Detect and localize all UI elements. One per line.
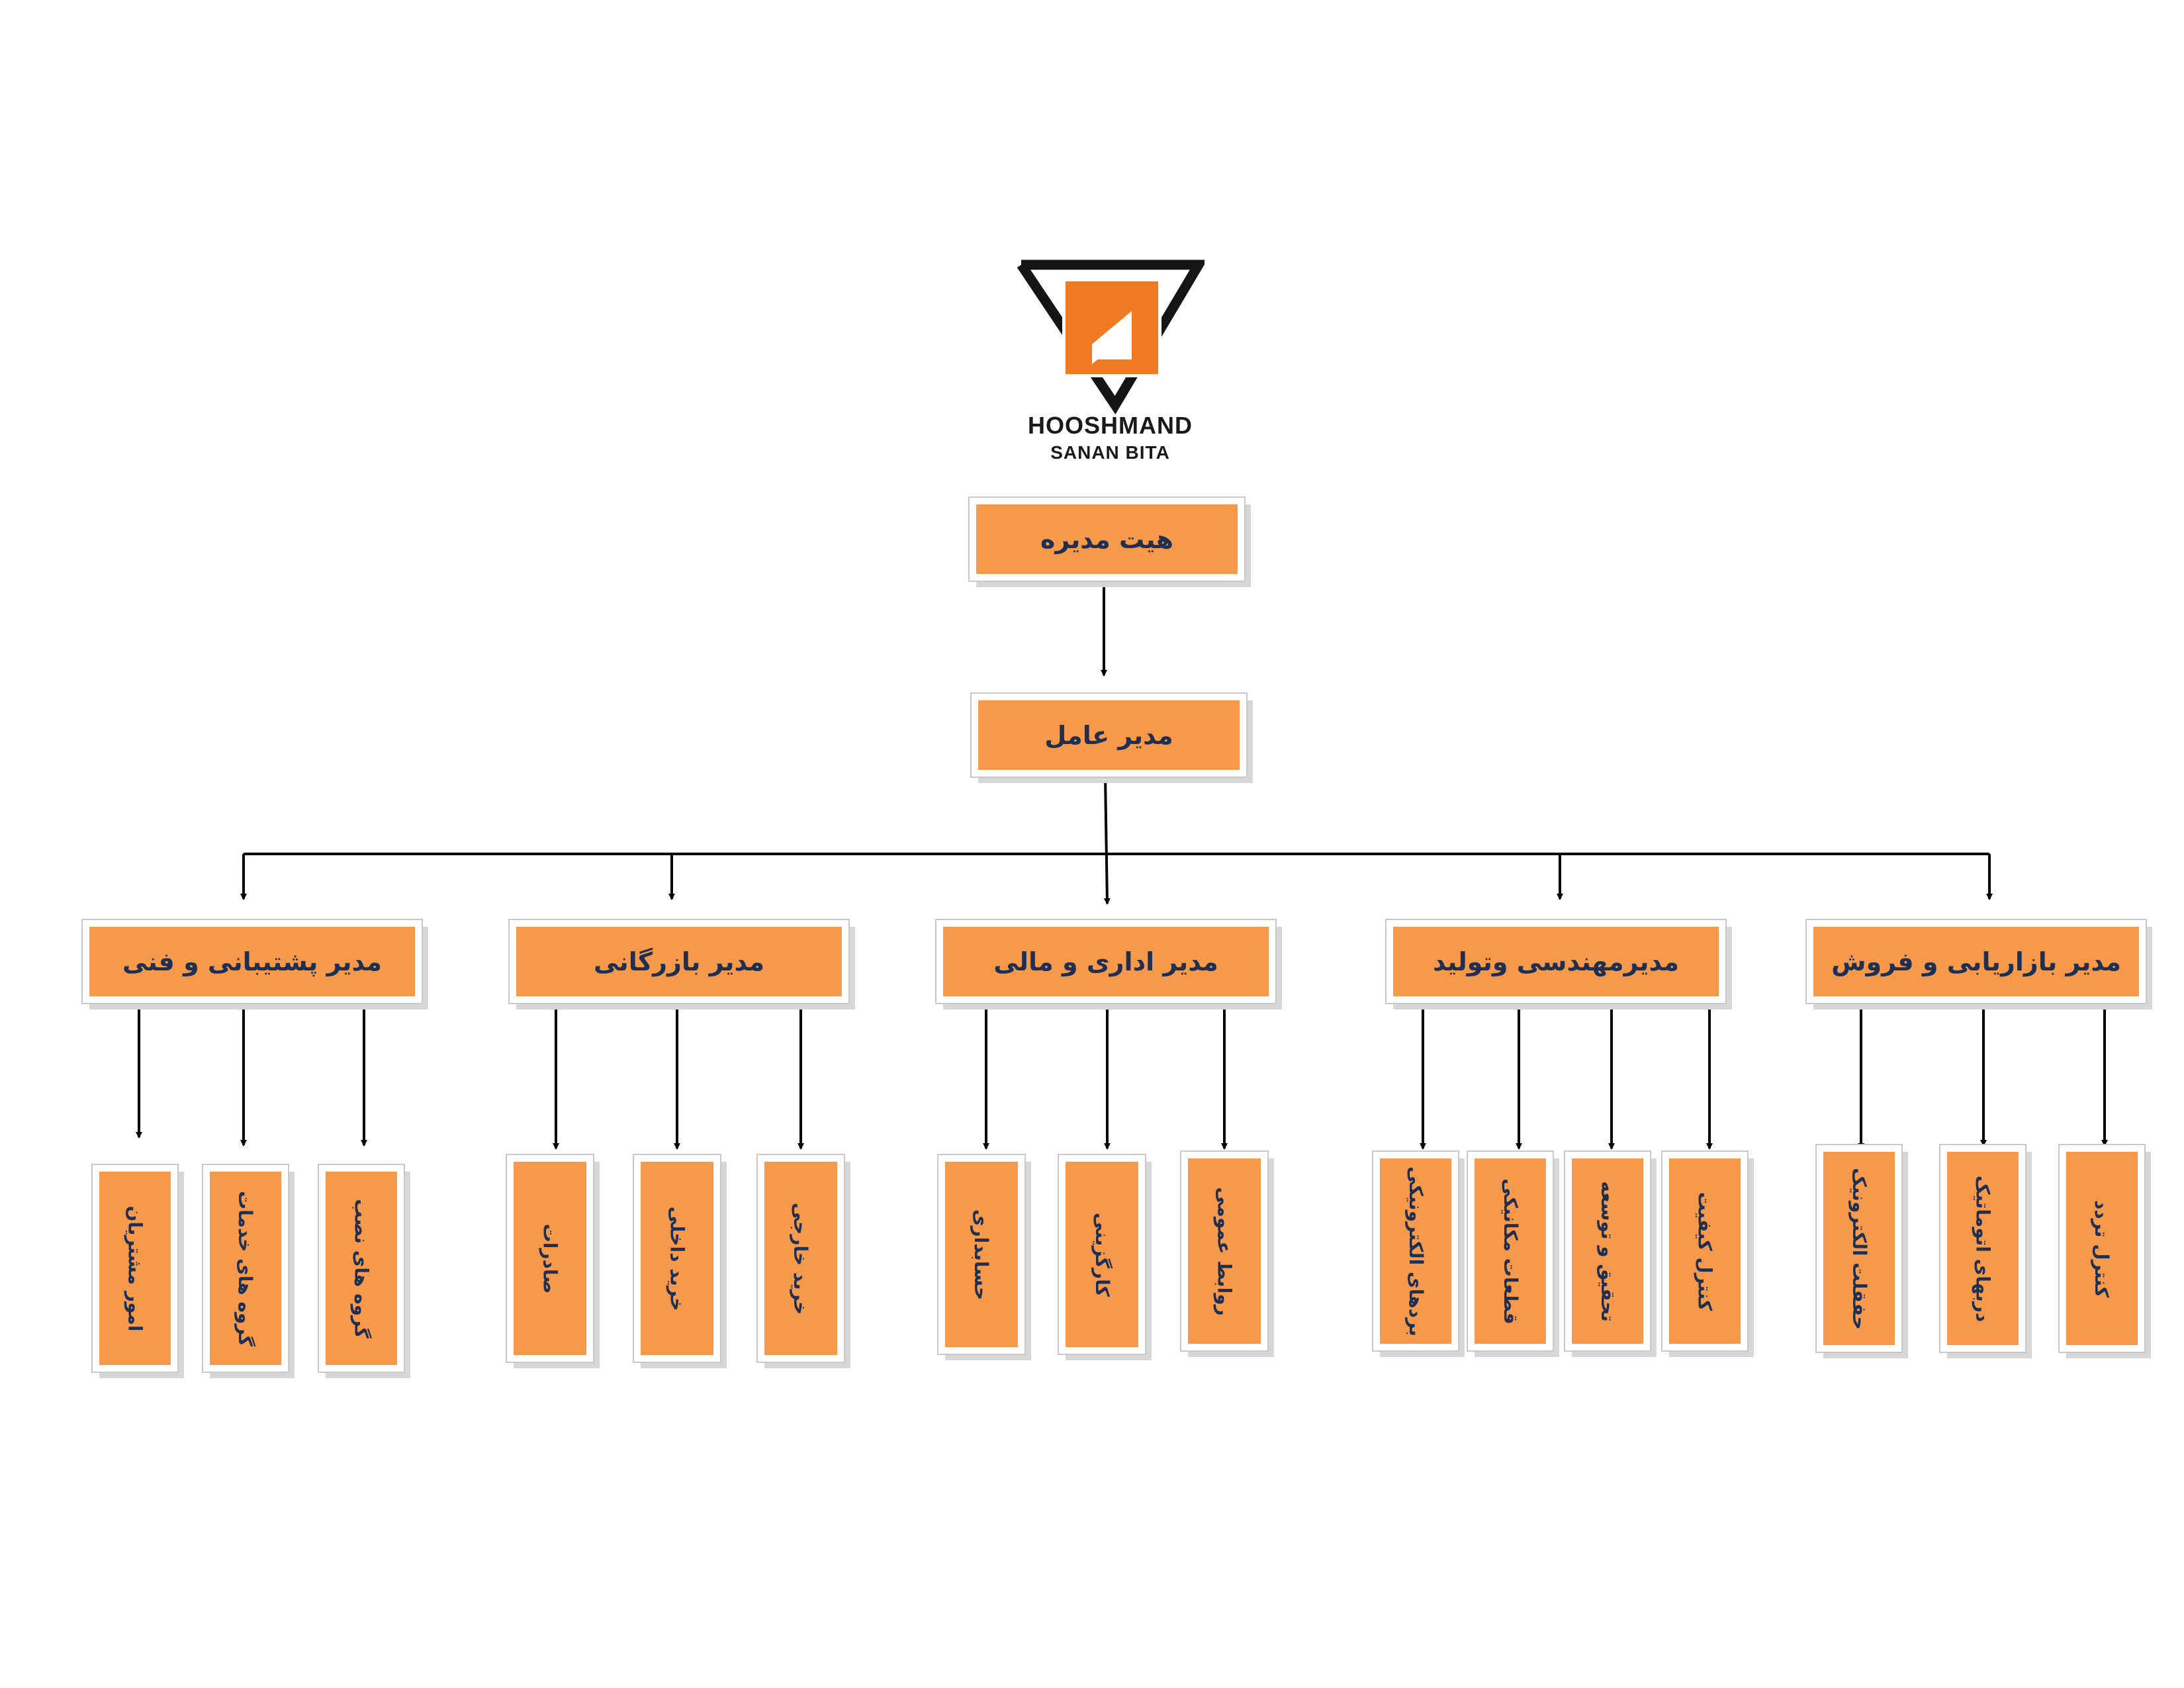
ceo-label: مدیر عامل	[1044, 720, 1173, 750]
unit-box: تحقیق و توسعه	[1564, 1150, 1651, 1352]
dept-manager-label: مدیر بازرگانی	[594, 947, 764, 976]
dept-manager-label: مدیر اداری و مالی	[993, 947, 1218, 976]
unit-box: خرید داخلی	[633, 1154, 721, 1363]
logo-emblem-icon	[1017, 259, 1205, 415]
unit-label: صادرات	[539, 1223, 561, 1293]
dept-manager-label: مدیر بازاریابی و فروش	[1831, 947, 2121, 976]
unit-label: حفقلت الکترونیک	[1848, 1167, 1870, 1330]
dept-manager-label: مدیرمهندسی وتولید	[1433, 947, 1679, 976]
unit-box: کنترل کیفیت	[1661, 1150, 1749, 1352]
unit-label: خرید داخلی	[666, 1206, 688, 1311]
unit-box: گروه های نصب	[318, 1164, 405, 1373]
ceo-box: مدیر عامل	[970, 692, 1248, 778]
unit-box: گروه های خدمات	[202, 1164, 289, 1373]
board-label: هیت مدیره	[1040, 524, 1174, 554]
dept-manager-admin-finance: مدیر اداری و مالی	[935, 919, 1277, 1004]
ceo-to-admin-arrow	[1103, 776, 1111, 905]
dept-manager-engineering: مدیرمهندسی وتولید	[1385, 919, 1727, 1004]
unit-box: امور مشتریان	[91, 1164, 179, 1373]
unit-label: بردهای الکترونیکی	[1404, 1166, 1427, 1336]
logo-text-line1: HOOSHMAND	[1028, 412, 1193, 439]
unit-box: حسابداری	[937, 1154, 1026, 1355]
company-logo: HOOSHMAND SANAN BITA	[1016, 258, 1205, 470]
unit-label: قطعات مکانیکی	[1499, 1178, 1522, 1325]
unit-box: خرید خارجی	[756, 1154, 845, 1363]
dept-manager-support: مدیر پشتیبانی و فنی	[81, 919, 423, 1004]
unit-box: روابط عمومی	[1180, 1150, 1269, 1352]
unit-label: گروه های نصب	[350, 1198, 373, 1338]
logo-text-line2: SANAN BITA	[1050, 442, 1170, 463]
unit-label: حسابداری	[970, 1209, 993, 1300]
unit-label: کنترل کیفیت	[1694, 1192, 1716, 1311]
unit-box: حفقلت الکترونیک	[1815, 1144, 1903, 1353]
dept-manager-marketing: مدیر بازاریابی و فروش	[1805, 919, 2147, 1004]
unit-label: دربهای اتوماتیک	[1972, 1175, 1994, 1322]
unit-label: گروه های خدمات	[234, 1190, 257, 1346]
unit-label: تحقیق و توسعه	[1596, 1180, 1619, 1322]
unit-label: کارگزینی	[1091, 1212, 1113, 1297]
unit-box: کارگزینی	[1058, 1154, 1146, 1355]
unit-box: قطعات مکانیکی	[1467, 1150, 1554, 1352]
dept-manager-label: مدیر پشتیبانی و فنی	[122, 947, 382, 976]
unit-label: امور مشتریان	[124, 1205, 146, 1331]
unit-label: کنترل تردد	[2091, 1199, 2113, 1297]
unit-box: کنترل تردد	[2058, 1144, 2146, 1353]
unit-label: روابط عمومی	[1213, 1186, 1236, 1316]
board-box: هیت مدیره	[968, 496, 1246, 582]
unit-box: دربهای اتوماتیک	[1939, 1144, 2026, 1353]
dept-manager-commerce: مدیر بازرگانی	[508, 919, 850, 1004]
unit-label: خرید خارجی	[790, 1202, 812, 1315]
unit-box: صادرات	[506, 1154, 594, 1363]
unit-box: بردهای الکترونیکی	[1372, 1150, 1459, 1352]
